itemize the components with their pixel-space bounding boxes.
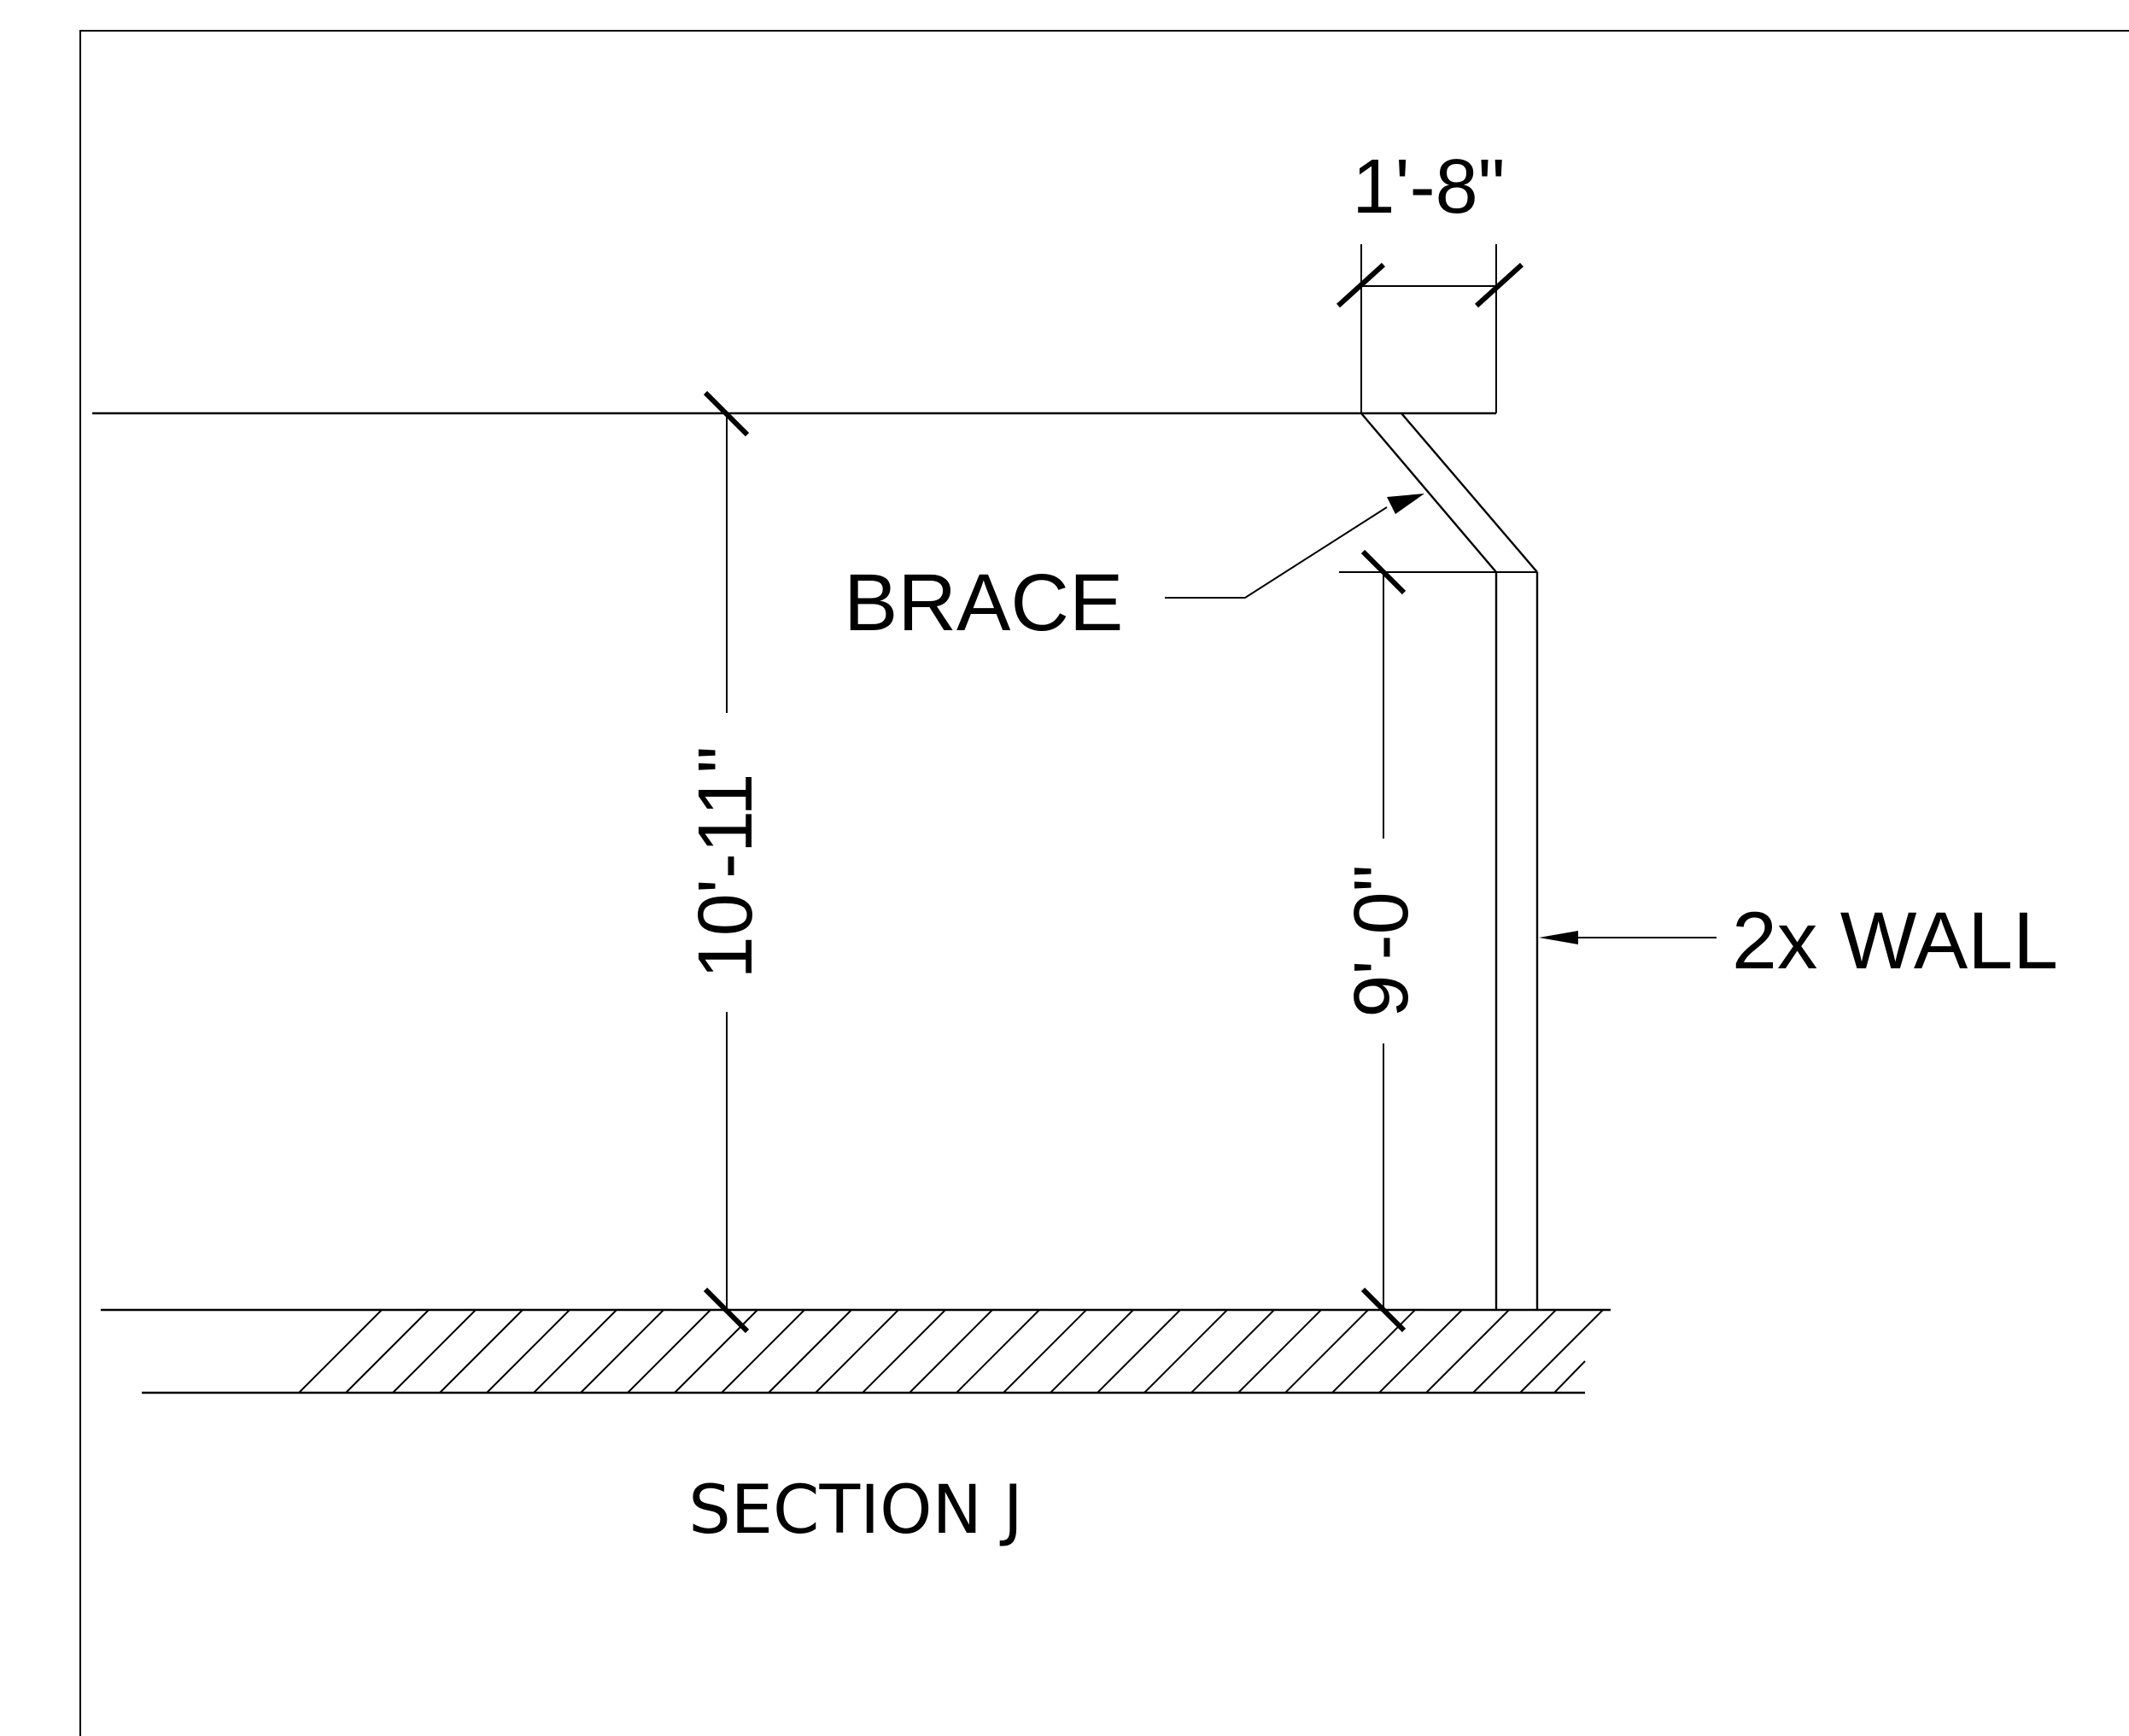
dim-top-width [1336,244,1524,413]
hatch-line [1003,1309,1087,1394]
hatch-line [721,1309,805,1394]
brace-leader [1165,494,1424,599]
brace-label: BRACE [844,558,1123,648]
hatch-line [392,1309,477,1394]
hatch-line [486,1309,570,1394]
hatch-line [1553,1360,1586,1394]
hatch-line [1331,1309,1416,1394]
hatch-line [533,1309,617,1394]
hatch-line [1472,1309,1557,1394]
hatch-line [1097,1309,1181,1394]
hatch-line [1050,1309,1134,1394]
hatch-line [768,1309,852,1394]
section-title: SECTION J [688,1472,1022,1549]
hatch-line [862,1309,946,1394]
dim-wall-height [1339,549,1496,1333]
wall-2x [1494,571,1539,1310]
hatch-line [1519,1309,1604,1394]
hatch-line [580,1309,664,1394]
hatch-line [1425,1309,1510,1394]
hatch-line [439,1309,523,1394]
wall-leader [1539,931,1717,944]
hatch-line [345,1309,430,1394]
hatch-line [1143,1309,1228,1394]
hatch-line [815,1309,899,1394]
hatch-line [674,1309,758,1394]
hatch-line [909,1309,993,1394]
brace [1360,412,1538,573]
dim-top-width-label: 1'-8" [1352,144,1505,230]
dim-overall-height-label: 10'-11" [683,746,769,979]
hatch-line [627,1309,711,1394]
hatch-line [956,1309,1040,1394]
hatch-line [1378,1309,1463,1394]
dim-wall-height-label: 9'-0" [1339,864,1424,1017]
dim-overall-height [703,390,750,1334]
hatch-line [1284,1309,1369,1394]
wall-label: 2x WALL [1732,896,2058,986]
hatch-line [298,1309,383,1394]
sheet-border [79,30,2129,1736]
floor-hatch [298,1309,1604,1394]
hatch-line [1190,1309,1275,1394]
hatch-line [1237,1309,1322,1394]
